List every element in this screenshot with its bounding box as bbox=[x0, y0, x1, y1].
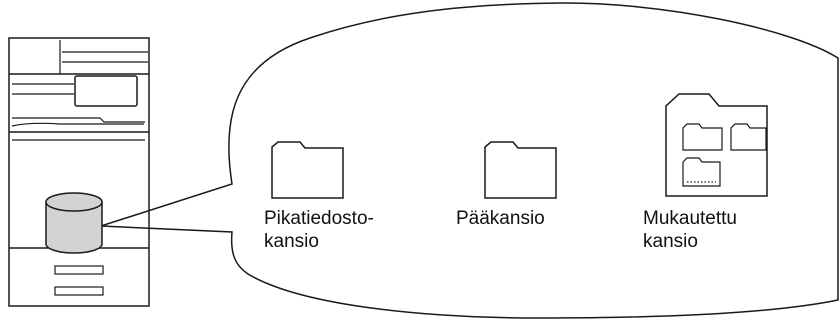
quick-folder-label-line-2: kansio bbox=[264, 231, 319, 252]
printer-icon bbox=[8, 37, 150, 307]
hard-drive-icon bbox=[45, 192, 103, 254]
custom-folder-label: Mukautettu kansio bbox=[643, 207, 737, 253]
main-folder-label: Pääkansio bbox=[456, 207, 545, 230]
quick-folder-label: Pikatiedosto- kansio bbox=[264, 207, 374, 253]
custom-folder-icon bbox=[665, 93, 768, 197]
custom-folder-label-line-1: Mukautettu bbox=[643, 208, 737, 229]
custom-folder-label-line-2: kansio bbox=[643, 231, 698, 252]
callout-bubble bbox=[100, 2, 839, 319]
quick-folder-label-line-1: Pikatiedosto- bbox=[264, 208, 374, 229]
main-folder-label-line-1: Pääkansio bbox=[456, 208, 545, 229]
quick-folder-icon bbox=[271, 141, 344, 199]
main-folder-icon bbox=[484, 141, 557, 199]
